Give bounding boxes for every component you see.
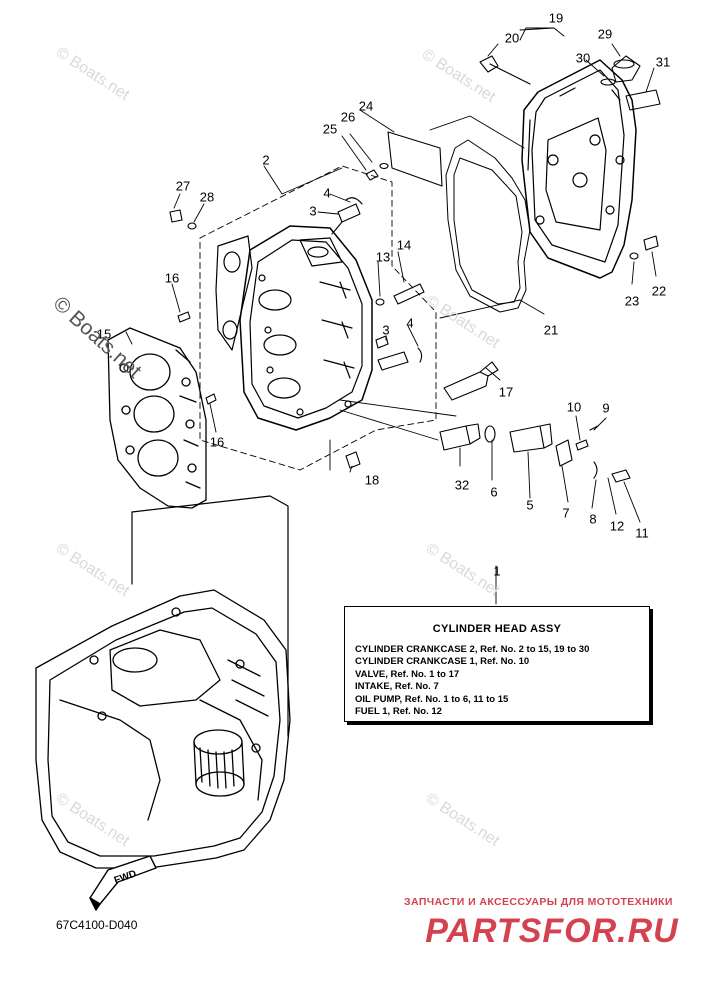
callout-3: 3	[382, 322, 390, 338]
callout-25: 25	[322, 121, 338, 137]
callout-11: 11	[635, 525, 649, 541]
callout-leaders	[125, 27, 657, 605]
callout-3: 3	[309, 203, 317, 219]
callout-17: 17	[498, 384, 514, 400]
callout-28: 28	[199, 189, 215, 205]
crankcase-block	[35, 589, 291, 869]
callout-4: 4	[406, 315, 414, 331]
cylinder-head-cover	[521, 59, 637, 279]
head-cover-gasket	[445, 139, 531, 313]
callout-21: 21	[543, 322, 559, 338]
callout-18: 18	[364, 472, 380, 488]
callout-31: 31	[655, 54, 671, 70]
parts-reference-legend: CYLINDER HEAD ASSY CYLINDER CRANKCASE 2,…	[344, 606, 650, 722]
callout-20: 20	[504, 30, 520, 46]
callout-14: 14	[396, 237, 412, 253]
cylinder-head	[215, 225, 373, 431]
callout-6: 6	[490, 484, 498, 500]
callout-26: 26	[340, 109, 356, 125]
legend-line: FUEL 1, Ref. No. 12	[355, 706, 442, 718]
callout-8: 8	[589, 511, 597, 527]
callout-16: 16	[209, 434, 225, 450]
legend-line: OIL PUMP, Ref. No. 1 to 6, 11 to 15	[355, 693, 509, 705]
legend-lines: CYLINDER CRANKCASE 2, Ref. No. 2 to 15, …	[355, 644, 589, 718]
callout-29: 29	[597, 26, 613, 42]
callout-27: 27	[175, 178, 191, 194]
callout-24: 24	[358, 98, 374, 114]
callout-2: 2	[262, 152, 270, 168]
store-tagline: ЗАПЧАСТИ И АКСЕССУАРЫ ДЛЯ МОТОТЕХНИКИ	[404, 896, 673, 908]
callout-30: 30	[575, 50, 591, 66]
leader-lines	[131, 495, 289, 737]
store-logo-text: PARTSFOR.RU	[425, 912, 679, 948]
legend-line: VALVE, Ref. No. 1 to 17	[355, 668, 460, 680]
diagram-code: 67C4100-D040	[56, 918, 138, 932]
callout-32: 32	[454, 477, 470, 493]
callout-15: 15	[96, 326, 112, 342]
store-logo: PARTSFOR.RU	[425, 912, 679, 948]
callout-9: 9	[602, 400, 610, 416]
legend-title: CYLINDER HEAD ASSY	[432, 623, 562, 635]
callout-1: 1	[493, 563, 501, 579]
callout-22: 22	[651, 283, 667, 299]
callout-12: 12	[609, 518, 625, 534]
small-parts	[169, 55, 661, 483]
legend-line: INTAKE, Ref. No. 7	[355, 681, 439, 693]
callout-4: 4	[323, 185, 331, 201]
oil-filter	[193, 729, 245, 797]
callout-16: 16	[164, 270, 180, 286]
callout-5: 5	[526, 497, 534, 513]
legend-line: CYLINDER CRANKCASE 1, Ref. No. 10	[355, 656, 530, 668]
fwd-arrow-icon	[89, 855, 157, 911]
callout-23: 23	[624, 293, 640, 309]
legend-line: CYLINDER CRANKCASE 2, Ref. No. 2 to 15, …	[355, 644, 590, 655]
callout-13: 13	[375, 249, 391, 265]
callout-19: 19	[548, 10, 564, 26]
callout-7: 7	[562, 505, 570, 521]
callout-10: 10	[566, 399, 582, 415]
